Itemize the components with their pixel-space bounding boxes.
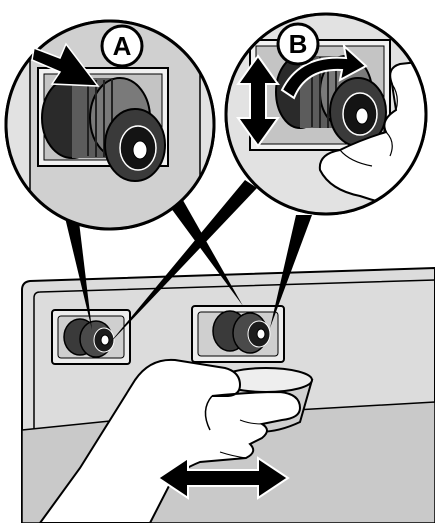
left-valve-recess xyxy=(52,310,130,364)
callout-label-a: A xyxy=(102,26,142,66)
label-b-text: B xyxy=(289,29,308,59)
callout-label-b: B xyxy=(278,24,318,64)
label-a-text: A xyxy=(113,31,132,61)
right-valve-recess xyxy=(192,306,284,362)
